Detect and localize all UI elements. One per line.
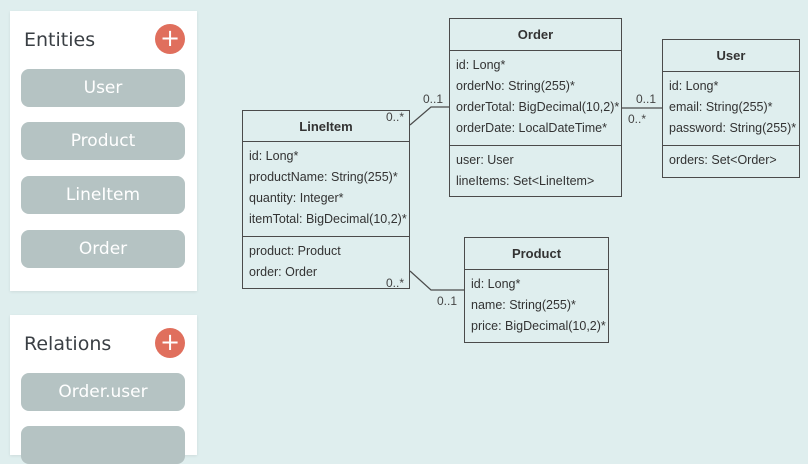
attribute-row: id: Long*: [471, 277, 521, 291]
add-entity-button[interactable]: +: [155, 24, 185, 54]
entity-product-button[interactable]: Product: [21, 122, 185, 160]
reference-row: orders: Set<Order>: [669, 153, 777, 167]
order-references: user: User lineItems: Set<LineItem>: [450, 146, 621, 198]
entities-title: Entities: [24, 29, 96, 51]
lineitem-product-link[interactable]: [409, 270, 464, 291]
multiplicity-label: 0..*: [628, 112, 647, 126]
product-entity[interactable]: Product id: Long* name: String(255)* pri…: [464, 237, 609, 343]
user-references: orders: Set<Order>: [663, 146, 799, 177]
multiplicity-label: 0..1: [423, 92, 444, 106]
lineitem-references: product: Product order: Order: [243, 237, 409, 289]
user-attributes: id: Long* email: String(255)* password: …: [663, 72, 799, 146]
add-relation-button[interactable]: +: [155, 328, 185, 358]
order-entity[interactable]: Order id: Long* orderNo: String(255)* or…: [449, 18, 622, 197]
relations-title: Relations: [24, 333, 112, 355]
reference-row: order: Order: [249, 265, 318, 279]
entity-user-button[interactable]: User: [21, 69, 185, 107]
attribute-row: email: String(255)*: [669, 100, 773, 114]
entities-panel: Entities + User Product LineItem Order: [10, 11, 197, 291]
reference-row: user: User: [456, 153, 514, 167]
multiplicity-label: 0..*: [386, 110, 405, 124]
attribute-row: id: Long*: [456, 58, 506, 72]
entity-order-button[interactable]: Order: [21, 230, 185, 268]
reference-row: product: Product: [249, 244, 341, 258]
relation-order-user-button[interactable]: Order.user: [21, 373, 185, 411]
multiplicity-label: 0..1: [636, 92, 657, 106]
relation-lines: [409, 106, 662, 291]
lineitem-entity[interactable]: LineItem id: Long* productName: String(2…: [242, 110, 410, 289]
multiplicity-label: 0..1: [437, 294, 458, 308]
attribute-row: orderTotal: BigDecimal(10,2)*: [456, 100, 620, 114]
order-attributes: id: Long* orderNo: String(255)* orderTot…: [450, 51, 621, 146]
lineitem-order-link[interactable]: [409, 106, 449, 126]
user-entity-title: User: [663, 40, 799, 72]
order-entity-title: Order: [450, 19, 621, 51]
attribute-row: itemTotal: BigDecimal(10,2)*: [249, 212, 407, 226]
attribute-row: price: BigDecimal(10,2)*: [471, 319, 606, 333]
attribute-row: name: String(255)*: [471, 298, 576, 312]
attribute-row: orderDate: LocalDateTime*: [456, 121, 607, 135]
product-entity-title: Product: [465, 238, 608, 270]
lineitem-entity-title: LineItem: [243, 111, 409, 142]
multiplicity-label: 0..*: [386, 276, 405, 290]
lineitem-attributes: id: Long* productName: String(255)* quan…: [243, 142, 409, 237]
attribute-row: id: Long*: [669, 79, 719, 93]
reference-row: lineItems: Set<LineItem>: [456, 174, 595, 188]
attribute-row: quantity: Integer*: [249, 191, 344, 205]
attribute-row: productName: String(255)*: [249, 170, 398, 184]
entity-lineitem-button[interactable]: LineItem: [21, 176, 185, 214]
attribute-row: password: String(255)*: [669, 121, 797, 135]
attribute-row: orderNo: String(255)*: [456, 79, 575, 93]
attribute-row: id: Long*: [249, 149, 299, 163]
user-entity[interactable]: User id: Long* email: String(255)* passw…: [662, 39, 800, 178]
product-attributes: id: Long* name: String(255)* price: BigD…: [465, 270, 608, 343]
